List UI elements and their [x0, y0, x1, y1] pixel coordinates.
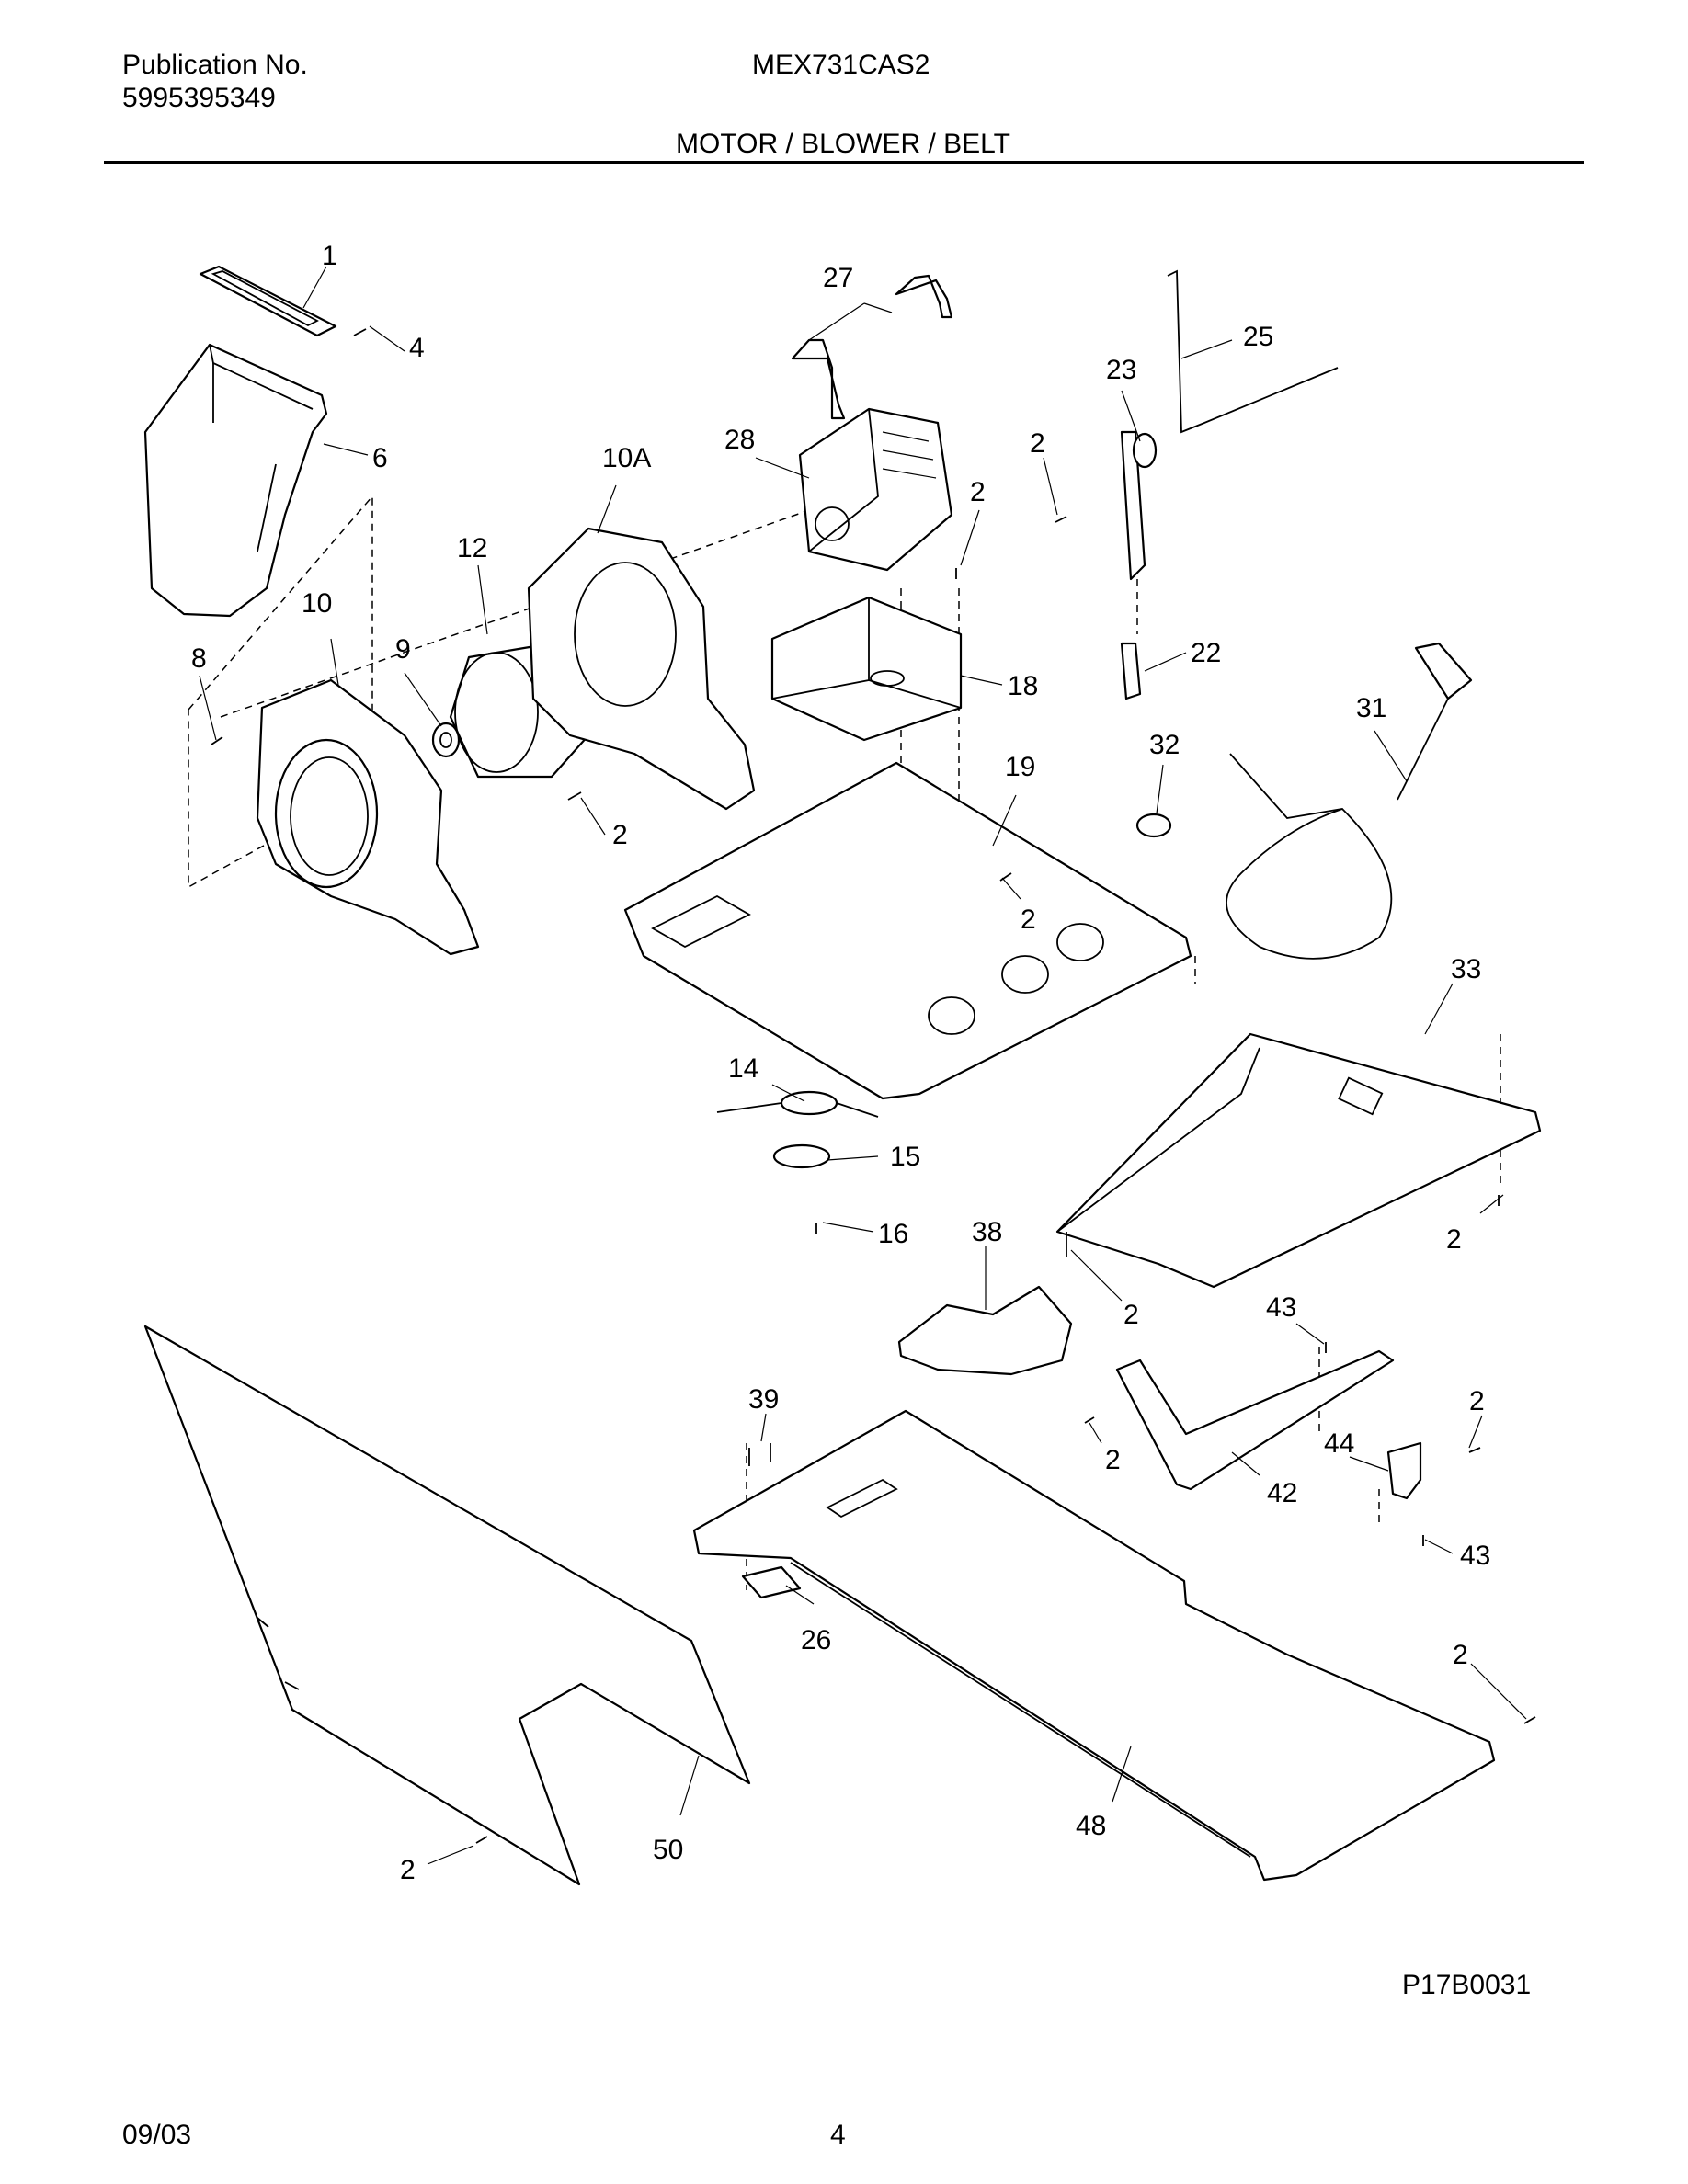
callout-15: 15 [890, 1142, 920, 1172]
part-panel-50 [143, 1325, 751, 1886]
callout-6: 6 [372, 443, 388, 473]
page-number: 4 [830, 2120, 846, 2150]
callout-27: 27 [823, 263, 853, 293]
callout-39: 39 [748, 1384, 779, 1415]
part-bracket-44 [1386, 1441, 1422, 1500]
part-idler-23 [1120, 430, 1158, 581]
part-clamps-27 [791, 274, 953, 420]
callout-2-c: 2 [970, 477, 986, 507]
callout-38: 38 [972, 1217, 1002, 1247]
callout-18: 18 [1008, 671, 1038, 701]
part-power-cord-31 [1226, 642, 1473, 960]
callout-2-h: 2 [1469, 1386, 1485, 1416]
part-spring-22 [1120, 642, 1142, 700]
leader-lines [199, 266, 1527, 1865]
callout-8: 8 [191, 643, 207, 674]
callout-2-f: 2 [1123, 1300, 1139, 1330]
part-elbow-38 [897, 1285, 1073, 1376]
callout-14: 14 [728, 1053, 758, 1084]
callout-19: 19 [1005, 752, 1035, 782]
part-motor-28 [798, 407, 953, 572]
callout-43-a: 43 [1266, 1292, 1296, 1323]
drawing-code: P17B0031 [1402, 1970, 1532, 2000]
callout-2-b: 2 [1030, 428, 1045, 459]
part-motor-mount-18 [770, 596, 963, 742]
callout-26: 26 [801, 1625, 831, 1655]
part-base-pan-48 [692, 1409, 1496, 1882]
callout-labels: 1 4 6 10A 12 10 9 8 2 27 28 2 2 18 19 2 … [191, 241, 1490, 1885]
callout-31: 31 [1356, 693, 1386, 723]
callout-44: 44 [1324, 1428, 1354, 1459]
callout-22: 22 [1191, 638, 1221, 668]
callout-2-d: 2 [1021, 904, 1036, 935]
callout-2-e: 2 [1446, 1224, 1462, 1255]
publication-number: 5995395349 [122, 83, 276, 113]
part-bracket-42 [1115, 1349, 1395, 1491]
callout-32: 32 [1149, 730, 1180, 760]
callout-2-j: 2 [400, 1855, 416, 1885]
callout-2-a: 2 [612, 820, 628, 850]
callout-50: 50 [653, 1835, 683, 1865]
screws [211, 328, 1536, 1844]
callout-12: 12 [457, 533, 487, 563]
callout-2-i: 2 [1453, 1640, 1468, 1670]
part-bracket-15 [772, 1143, 831, 1169]
section-title: MOTOR / BLOWER / BELT [676, 129, 1010, 159]
callout-42: 42 [1267, 1478, 1297, 1508]
callout-23: 23 [1106, 355, 1136, 385]
part-blower-housing-10 [256, 678, 480, 956]
part-connector-32 [1135, 813, 1172, 838]
callout-33: 33 [1451, 954, 1481, 984]
part-belt-25 [1167, 269, 1339, 434]
callout-1: 1 [322, 241, 337, 271]
callout-43-b: 43 [1460, 1541, 1490, 1571]
part-thermostat-14 [780, 1090, 838, 1116]
callout-16: 16 [878, 1219, 908, 1249]
callout-4: 4 [409, 333, 425, 363]
publication-date: 09/03 [122, 2120, 192, 2150]
callout-10: 10 [302, 588, 332, 619]
callout-10A: 10A [602, 443, 651, 473]
part-gasket-1 [199, 265, 337, 337]
part-base-19 [623, 761, 1192, 1100]
callout-25: 25 [1243, 322, 1273, 352]
publication-label: Publication No. [122, 50, 308, 80]
callout-28: 28 [724, 425, 755, 455]
part-block-26 [741, 1565, 802, 1599]
part-cover-33 [1055, 1032, 1542, 1289]
header-rule [104, 161, 1584, 164]
callout-2-g: 2 [1105, 1445, 1121, 1475]
callout-48: 48 [1076, 1811, 1106, 1841]
part-duct-6 [143, 343, 328, 618]
part-blower-housing-10A [527, 527, 756, 811]
callout-9: 9 [395, 634, 411, 665]
model-number: MEX731CAS2 [752, 50, 930, 80]
